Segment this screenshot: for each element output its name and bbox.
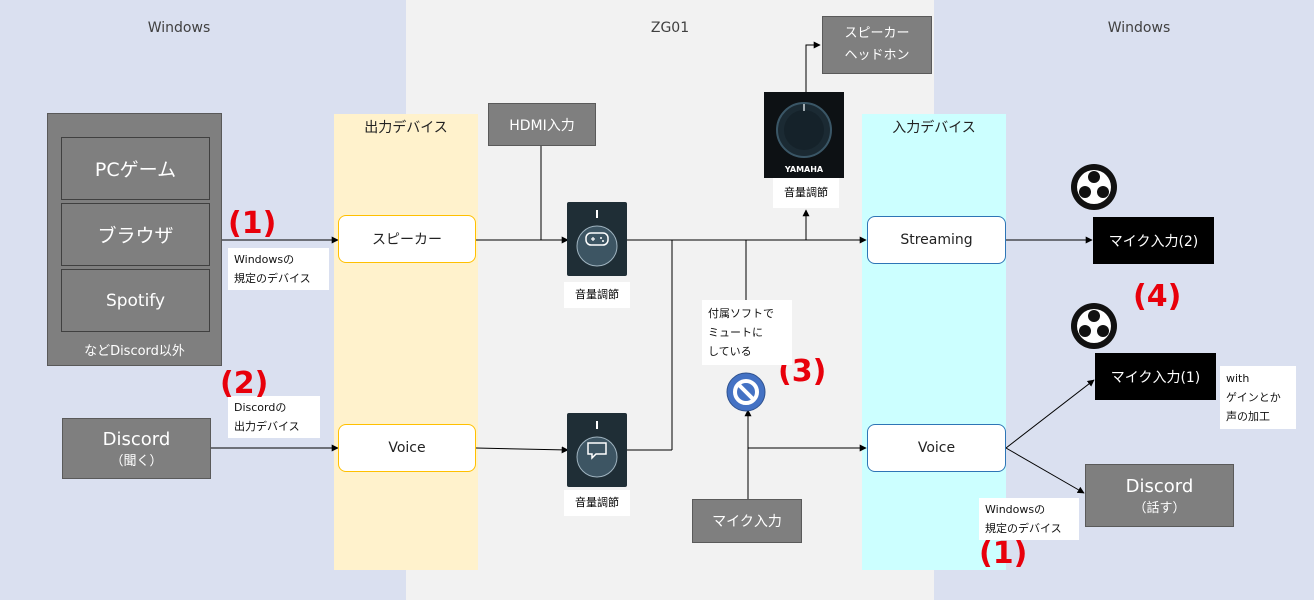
discord-listen-box: Discord （聞く） — [62, 418, 211, 479]
yamaha-knob-icon: YAMAHA — [776, 102, 832, 174]
marker-2: (2) — [220, 366, 269, 401]
yamaha-to-speaker-line — [805, 41, 821, 92]
discord-talk-sub: （話す） — [1133, 500, 1186, 516]
voice-to-obs1-line — [1005, 379, 1095, 449]
yamaha-volume-knob: YAMAHA — [764, 92, 844, 178]
discord-output-note: Discordの 出力デバイス — [228, 396, 320, 438]
output-device-label: 出力デバイス — [364, 120, 448, 136]
hdmi-input-box: HDMI入力 — [488, 103, 596, 146]
to-yamaha-line — [746, 209, 810, 241]
chat-knob-icon — [576, 421, 618, 478]
zg01-zone — [406, 0, 934, 600]
discord-listen-title: Discord — [102, 428, 171, 450]
input-device-column — [862, 114, 1006, 570]
volume-label-2: 音量調節 — [564, 490, 630, 516]
marker-4: (4) — [1133, 279, 1182, 314]
discord-talk-title: Discord — [1125, 475, 1194, 497]
source-browser: ブラウザ — [61, 203, 210, 266]
discord-listen-sub: （聞く） — [110, 453, 163, 469]
obs-logo-icon-2 — [1070, 302, 1118, 350]
default-device-note-right: Windowsの 規定のデバイス — [979, 498, 1079, 540]
input-device-label: 入力デバイス — [892, 120, 976, 136]
game-knob-icon — [576, 210, 618, 267]
game-volume-knob — [567, 202, 627, 276]
windows-left-title: Windows — [147, 20, 211, 36]
mute-note: 付属ソフトで ミュートに している — [702, 300, 792, 365]
output-speaker-node: スピーカー — [338, 215, 476, 263]
obs-logo-icon-1 — [1070, 163, 1118, 211]
voice-to-discord-talk-line — [1005, 447, 1085, 494]
source-spotify: Spotify — [61, 269, 210, 332]
mic-input-box: マイク入力 — [692, 499, 802, 543]
output-device-column — [334, 114, 478, 570]
sources-footer: などDiscord以外 — [84, 344, 185, 359]
default-device-note-left: Windowsの 規定のデバイス — [228, 248, 329, 290]
input-voice-node: Voice — [867, 424, 1006, 472]
speaker-headphone-box: スピーカー ヘッドホン — [822, 16, 932, 74]
marker-1-left: (1) — [228, 206, 277, 241]
obs-mic-input-2: マイク入力(2) — [1093, 217, 1214, 264]
windows-right-title: Windows — [1107, 20, 1171, 36]
volume-label-1: 音量調節 — [564, 282, 630, 308]
input-streaming-node: Streaming — [867, 216, 1006, 264]
volume-label-yamaha: 音量調節 — [773, 178, 839, 208]
chat-volume-knob — [567, 413, 627, 487]
voice-to-knob-line — [475, 446, 569, 454]
mute-icon — [725, 371, 767, 413]
marker-1-right: (1) — [979, 536, 1028, 571]
yamaha-logo-text: YAMAHA — [784, 165, 824, 174]
gain-note: with ゲインとか 声の加工 — [1220, 366, 1296, 429]
discord-talk-box: Discord （話す） — [1085, 464, 1234, 527]
obs-mic-input-1: マイク入力(1) — [1095, 353, 1216, 400]
zg01-title: ZG01 — [650, 20, 690, 36]
source-pc-game: PCゲーム — [61, 137, 210, 200]
output-voice-node: Voice — [338, 424, 476, 472]
